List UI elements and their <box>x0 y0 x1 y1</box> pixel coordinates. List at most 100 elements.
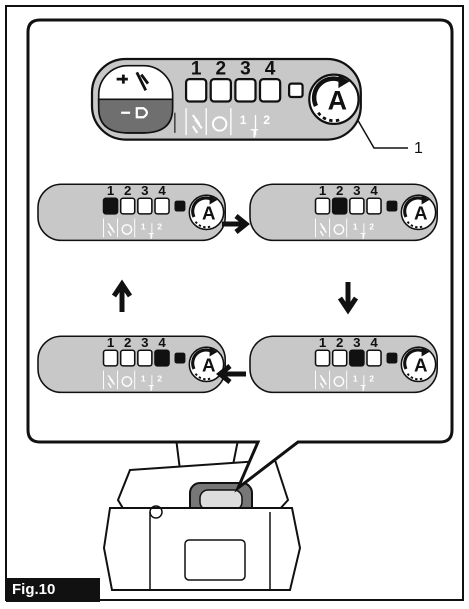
led-number-4: 4 <box>370 335 378 350</box>
led-number-1: 1 <box>319 335 326 350</box>
battery-ribs <box>149 512 271 590</box>
battery-screw <box>149 505 163 519</box>
led-indicator-off <box>102 349 119 367</box>
status-indicator <box>386 352 398 364</box>
auto-mode-letter: A <box>414 354 428 375</box>
rotation-dash-icon <box>317 111 342 123</box>
rotation-arrowhead-icon <box>421 195 430 205</box>
led-indicator-off <box>209 78 233 103</box>
auto-mode-button <box>400 346 437 383</box>
rotation-arrowhead-icon <box>209 195 218 205</box>
sub-label-2: 2 <box>157 221 162 231</box>
rotation-arrowhead-icon <box>338 74 350 89</box>
led-number-3: 3 <box>141 335 148 350</box>
auto-mode-letter: A <box>202 202 216 223</box>
screw-rotation-icon <box>333 224 345 235</box>
led-indicator-on <box>331 197 348 215</box>
rotation-arrowhead-icon <box>209 347 218 357</box>
torque-label: T <box>251 126 259 140</box>
led-indicator-off <box>258 78 282 103</box>
callout-number: 1 <box>414 140 423 157</box>
drill-bit-icon <box>107 374 116 389</box>
drill-bit-icon <box>319 374 328 389</box>
torque-label: T <box>360 383 366 393</box>
led-indicator-off <box>154 197 170 215</box>
callout-leader <box>355 116 408 149</box>
led-indicator-on <box>349 349 365 367</box>
rotation-arrow-icon <box>191 196 214 218</box>
outer-frame <box>5 5 464 601</box>
led-indicator-off <box>184 78 208 103</box>
status-indicator <box>386 200 398 212</box>
led-number-4: 4 <box>158 335 166 350</box>
led-number-2: 2 <box>124 183 131 198</box>
drill-bit-icon <box>319 222 328 237</box>
led-number-3: 3 <box>240 59 251 80</box>
led-number-2: 2 <box>336 335 343 350</box>
rotation-dash-icon <box>194 373 212 381</box>
sub-dividers <box>185 108 257 136</box>
sub-label-1: 1 <box>141 373 146 383</box>
led-number-3: 3 <box>353 335 360 350</box>
sub-label-2: 2 <box>369 221 374 231</box>
rotation-dash-icon <box>406 373 424 381</box>
battery-pack <box>102 507 302 591</box>
screw-rotation-icon <box>333 376 345 387</box>
arrow-up-icon <box>111 279 133 312</box>
led-number-4: 4 <box>158 183 166 198</box>
led-indicator-off <box>349 197 365 215</box>
drill-mode-icon <box>116 71 150 91</box>
led-indicator-off <box>314 349 331 367</box>
led-number-3: 3 <box>353 183 360 198</box>
auto-mode-button <box>308 73 360 126</box>
led-number-1: 1 <box>107 335 114 350</box>
torque-label: T <box>148 231 154 241</box>
status-indicator <box>288 82 304 99</box>
torque-label: T <box>148 383 154 393</box>
led-indicator-off <box>137 349 153 367</box>
screw-rotation-icon <box>211 116 228 132</box>
tool-illustration <box>102 429 302 591</box>
light-mode-area <box>97 98 174 134</box>
sub-label-1: 1 <box>353 373 358 383</box>
led-indicator-off <box>366 349 382 367</box>
figure-label: Fig.10 <box>6 578 100 602</box>
led-number-4: 4 <box>265 59 276 80</box>
screw-rotation-icon <box>121 224 133 235</box>
sub-label-2: 2 <box>263 113 270 127</box>
led-number-2: 2 <box>124 335 131 350</box>
sub-dividers <box>103 370 153 390</box>
auto-mode-button <box>188 346 225 383</box>
rotation-arrow-icon <box>191 348 214 370</box>
sub-label-1: 1 <box>240 113 247 127</box>
led-indicator-off <box>234 78 257 103</box>
led-indicator-off <box>119 349 136 367</box>
drill-bit-icon <box>107 222 116 237</box>
rotation-arrow-icon <box>403 348 426 370</box>
screw-rotation-icon <box>121 376 133 387</box>
drill-bit-icon <box>191 114 203 134</box>
rotation-dash-icon <box>194 221 212 229</box>
led-indicator-off <box>331 349 348 367</box>
status-indicator <box>174 200 186 212</box>
auto-mode-button <box>400 194 437 231</box>
rotation-dash-icon <box>406 221 424 229</box>
auto-mode-button <box>188 194 225 231</box>
auto-mode-letter: A <box>202 354 216 375</box>
rotation-arrowhead-icon <box>421 347 430 357</box>
sub-label-2: 2 <box>157 373 162 383</box>
led-indicator-off <box>119 197 136 215</box>
led-indicator-off <box>366 197 382 215</box>
led-indicator-on <box>154 349 170 367</box>
sub-label-2: 2 <box>369 373 374 383</box>
sub-dividers <box>315 218 365 238</box>
led-number-2: 2 <box>336 183 343 198</box>
torque-label: T <box>360 231 366 241</box>
led-number-2: 2 <box>216 59 227 80</box>
